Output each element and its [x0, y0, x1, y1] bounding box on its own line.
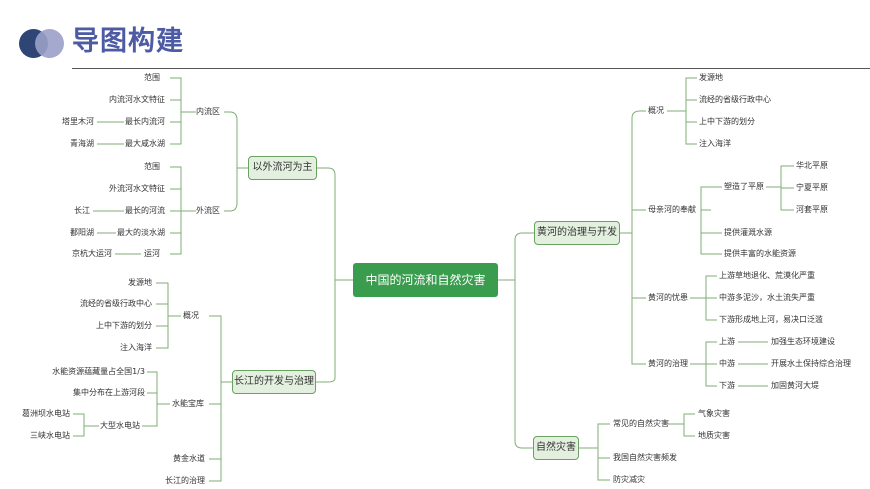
connector: [498, 232, 534, 281]
connector: [170, 166, 196, 255]
node-ningxia-plain[interactable]: 宁夏平原: [796, 183, 828, 192]
node-changjiang-governance[interactable]: 长江的治理: [165, 476, 205, 485]
connector: [156, 282, 181, 349]
node-levee-reinforcement[interactable]: 加固黄河大堤: [771, 381, 819, 390]
node-yellow-river-worries[interactable]: 黄河的忧患: [648, 293, 688, 302]
node-mother-river[interactable]: 母亲河的奉献: [648, 205, 696, 214]
connector: [534, 110, 646, 365]
node-ocean[interactable]: 注入海洋: [699, 139, 731, 148]
node-irrigation[interactable]: 提供灌溉水源: [724, 228, 772, 237]
node-disaster-prevention[interactable]: 防灾减灾: [613, 475, 645, 484]
branch-huanghe[interactable]: 黄河的治理与开发: [534, 221, 620, 245]
node-midstream-sediment[interactable]: 中游多泥沙，水土流失严重: [719, 293, 815, 302]
node-meteorological-disaster[interactable]: 气象灾害: [698, 409, 730, 418]
node-hydro-feature[interactable]: 外流河水文特征: [109, 184, 165, 193]
connector: [93, 210, 141, 255]
connector: [498, 279, 533, 449]
node-three-gorges[interactable]: 三峡水电站: [30, 431, 70, 440]
node-gaikuang[interactable]: 概况: [183, 311, 199, 320]
connector: [738, 341, 768, 387]
connector: [668, 413, 695, 437]
connector: [170, 77, 196, 145]
branch-disaster[interactable]: 自然灾害: [533, 436, 579, 460]
node-longest-river[interactable]: 最长的河流: [125, 206, 165, 215]
connector: [142, 371, 170, 427]
node-large-stations[interactable]: 大型水电站: [100, 421, 140, 430]
connector: [766, 165, 794, 211]
title-decoration-dot: [35, 29, 64, 58]
node-source[interactable]: 发源地: [699, 73, 723, 82]
connector: [690, 341, 717, 387]
branch-wai-liu-he[interactable]: 以外流河为主: [248, 156, 317, 180]
node-reaches[interactable]: 上中下游的划分: [699, 117, 755, 126]
connector: [97, 121, 124, 145]
node-qinghai-lake[interactable]: 青海湖: [70, 139, 94, 148]
node-reaches[interactable]: 上中下游的划分: [96, 321, 152, 330]
node-gezhouba[interactable]: 葛洲坝水电站: [22, 409, 70, 418]
node-upstream-distribution[interactable]: 集中分布在上游河段: [73, 388, 145, 397]
connector: [209, 315, 232, 482]
connector: [317, 167, 353, 281]
node-tarim-river[interactable]: 塔里木河: [62, 117, 94, 126]
node-source[interactable]: 发源地: [128, 278, 152, 287]
node-ecology-measure[interactable]: 加强生态环境建设: [771, 337, 835, 346]
node-hetao-plain[interactable]: 河套平原: [796, 205, 828, 214]
node-hydropower-treasury[interactable]: 水能宝库: [172, 399, 204, 408]
node-upstream-degradation[interactable]: 上游草地退化、荒漠化严重: [719, 271, 815, 280]
branch-changjiang[interactable]: 长江的开发与治理: [232, 370, 316, 394]
node-yellow-river-governance[interactable]: 黄河的治理: [648, 359, 688, 368]
connector: [700, 186, 722, 255]
node-longest-inland-river[interactable]: 最长内流河: [125, 117, 165, 126]
central-topic[interactable]: 中国的河流和自然灾害: [353, 263, 498, 297]
node-upper-reach[interactable]: 上游: [719, 337, 735, 346]
node-common-disasters[interactable]: 常见的自然灾害: [613, 419, 669, 428]
connector: [667, 77, 697, 145]
connector: [579, 423, 610, 481]
header: 导图构建: [0, 0, 870, 72]
connector: [73, 413, 99, 437]
node-north-china-plain[interactable]: 华北平原: [796, 161, 828, 170]
node-provinces[interactable]: 流经的省级行政中心: [699, 95, 771, 104]
node-fan-wei[interactable]: 范围: [144, 162, 160, 171]
page-title: 导图构建: [72, 26, 184, 57]
node-gaikuang[interactable]: 概况: [648, 106, 664, 115]
connector: [224, 111, 248, 169]
node-plains-shaped[interactable]: 塑造了平原: [724, 182, 764, 191]
node-middle-reach[interactable]: 中游: [719, 359, 735, 368]
connector: [316, 279, 353, 383]
node-soil-conservation[interactable]: 开展水土保持综合治理: [771, 359, 851, 368]
node-fan-wei[interactable]: 范围: [144, 73, 160, 82]
node-hydro-resources[interactable]: 提供丰富的水能资源: [724, 249, 796, 258]
node-changjiang[interactable]: 长江: [74, 206, 90, 215]
node-golden-waterway[interactable]: 黄金水道: [173, 454, 205, 463]
node-largest-freshwater-lake[interactable]: 最大的淡水湖: [117, 228, 165, 237]
header-divider: [72, 68, 870, 69]
node-hydro-feature[interactable]: 内流河水文特征: [109, 95, 165, 104]
node-provinces[interactable]: 流经的省级行政中心: [80, 299, 152, 308]
node-hydropower-share[interactable]: 水能资源蕴藏量占全国1/3: [52, 367, 145, 376]
node-frequent-disasters[interactable]: 我国自然灾害频发: [613, 453, 677, 462]
node-lower-reach[interactable]: 下游: [719, 381, 735, 390]
node-wai-liu-qu[interactable]: 外流区: [196, 206, 220, 215]
node-poyang-lake[interactable]: 鄱阳湖: [70, 228, 94, 237]
node-largest-salt-lake[interactable]: 最大咸水湖: [125, 139, 165, 148]
node-geological-disaster[interactable]: 地质灾害: [698, 431, 730, 440]
connector: [690, 275, 717, 321]
node-nei-liu-qu[interactable]: 内流区: [196, 107, 220, 116]
node-downstream-suspended-river[interactable]: 下游形成地上河，易决口泛滥: [719, 315, 823, 324]
node-grand-canal[interactable]: 京杭大运河: [72, 249, 112, 258]
connector: [224, 167, 248, 212]
node-canal[interactable]: 运河: [144, 249, 160, 258]
node-ocean[interactable]: 注入海洋: [120, 343, 152, 352]
